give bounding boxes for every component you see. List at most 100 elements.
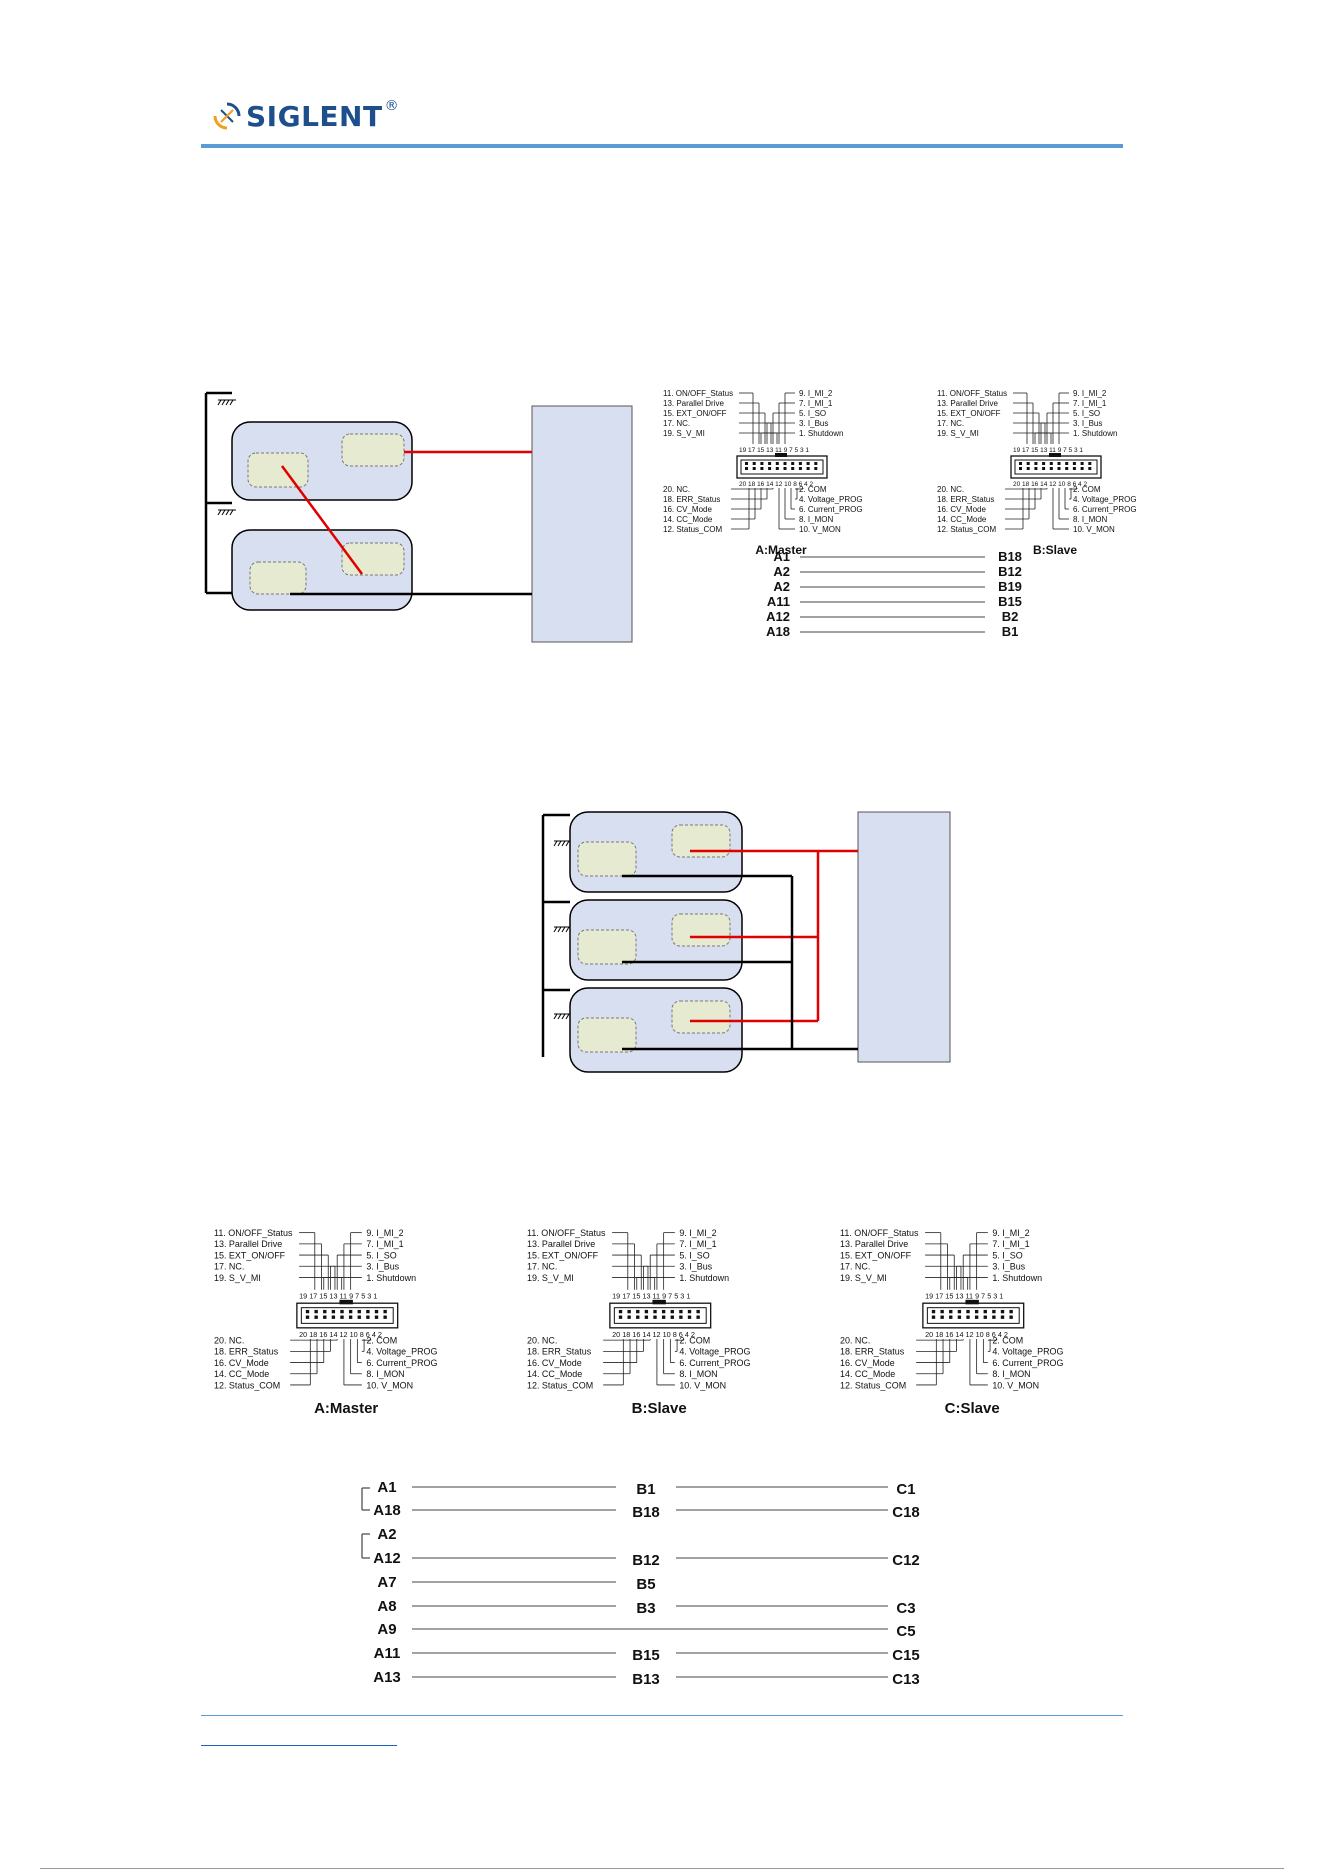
connection-via: B15 (632, 1647, 660, 1664)
ground-hatch (565, 926, 570, 933)
pin-label: 1. Shutdown (366, 1273, 416, 1283)
ground-hatch (229, 399, 234, 406)
pin-label: 10. V_MON (799, 525, 841, 534)
pin-label: 8. I_MON (679, 1369, 717, 1379)
connector-pin (1057, 462, 1061, 465)
output-terminal (577, 929, 637, 965)
connector-pin (1019, 467, 1022, 470)
connector-pin (331, 1315, 336, 1319)
connector-pin (627, 1309, 631, 1314)
connector-caption: B:Slave (632, 1400, 687, 1417)
pin-label: 17. NC. (937, 419, 964, 428)
pin-numbers-bottom: 20 18 16 14 12 10 8 6 4 2 (1013, 481, 1087, 488)
connection-to: B2 (1002, 609, 1019, 624)
connection-to: C3 (896, 1600, 915, 1617)
pin-label: 20. NC. (937, 485, 964, 494)
connector-pin (348, 1309, 353, 1314)
connector-caption: C:Slave (945, 1400, 1000, 1417)
connection-via: B5 (636, 1576, 655, 1593)
connector-pin (966, 1309, 970, 1314)
connection-from: A12 (373, 1550, 401, 1567)
connector-pin (768, 467, 772, 470)
connector-pin (636, 1309, 640, 1314)
connector-pin (752, 462, 756, 465)
connector-pin (983, 1309, 987, 1314)
pin-label: 4. Voltage_PROG (799, 495, 863, 504)
connector-pin (357, 1315, 361, 1319)
connection-to: B18 (998, 549, 1022, 564)
pin-label: 3. I_Bus (679, 1262, 712, 1272)
connector-pin (679, 1309, 683, 1314)
pin-label: 3. I_Bus (799, 419, 828, 428)
pin-numbers-top: 19 17 15 13 11 9 7 5 3 1 (925, 1292, 1003, 1301)
pin-label: 4. Voltage_PROG (992, 1347, 1063, 1357)
load-box (531, 405, 633, 643)
load-box (857, 811, 951, 1063)
connector-pin (783, 462, 787, 465)
ground-hatch (221, 399, 226, 406)
pin-label: 16. CV_Mode (663, 505, 712, 514)
connector-pin (974, 1315, 979, 1319)
pin-label: 19. S_V_MI (527, 1273, 574, 1283)
pin-label: 7. I_MI_1 (992, 1239, 1029, 1249)
pin-label: 18. ERR_Status (937, 495, 994, 504)
connector-pin (1080, 467, 1084, 470)
siglent-logo: SIGLENT® (212, 96, 399, 136)
connector-pin (374, 1315, 379, 1319)
connection-to: C13 (892, 1671, 920, 1688)
pin-numbers-top: 19 17 15 13 11 9 7 5 3 1 (299, 1292, 377, 1301)
connector-pin (798, 467, 802, 470)
pin-numbers-bottom: 20 18 16 14 12 10 8 6 4 2 (612, 1330, 695, 1339)
pin-label: 14. CC_Mode (214, 1369, 269, 1379)
pin-label: 6. Current_PROG (992, 1358, 1063, 1368)
ground-hatch (561, 840, 566, 847)
pin-label: 16. CV_Mode (840, 1358, 895, 1368)
ground-hatch (561, 926, 566, 933)
connector-pin (1042, 467, 1046, 470)
connection-from: A13 (373, 1669, 401, 1686)
pin-label: 20. NC. (527, 1336, 557, 1346)
red-wire (280, 465, 364, 575)
connector-pin (992, 1315, 996, 1319)
connector-pin (331, 1309, 336, 1314)
ground-hatch (217, 509, 222, 516)
pin-label: 6. Current_PROG (679, 1358, 750, 1368)
connector-pin (383, 1309, 387, 1314)
connector-pin (1072, 462, 1076, 465)
pin-label: 7. I_MI_1 (366, 1239, 403, 1249)
connector-pin (1080, 462, 1084, 465)
connector-pin (992, 1309, 996, 1314)
connector-pin (618, 1309, 623, 1314)
pin-label: 6. Current_PROG (799, 505, 863, 514)
pin-label: 13. Parallel Drive (937, 399, 998, 408)
connector-pin (775, 467, 779, 470)
connector-pin (644, 1315, 649, 1319)
connector-pin (374, 1309, 379, 1314)
connector-pin (974, 1309, 979, 1314)
pin-label: 5. I_SO (992, 1250, 1022, 1260)
connector-pin (687, 1309, 692, 1314)
footer-link[interactable] (201, 1734, 397, 1746)
connector-pin (1065, 462, 1069, 465)
pin-label: 11. ON/OFF_Status (840, 1228, 919, 1238)
connector-pin (1049, 467, 1053, 470)
pin-label: 16. CV_Mode (527, 1358, 582, 1368)
output-terminal (249, 561, 307, 595)
connector-pin (305, 1309, 310, 1314)
connector-pin (314, 1309, 318, 1314)
pin-label: 6. Current_PROG (366, 1358, 437, 1368)
connection-from: A18 (373, 1502, 401, 1519)
connector-caption: A:Master (755, 543, 807, 557)
pin-label: 1. Shutdown (992, 1273, 1042, 1283)
pin-label: 6. Current_PROG (1073, 505, 1137, 514)
pin-label: 2. COM (1073, 485, 1101, 494)
connector-pin (1088, 462, 1092, 465)
pin-label: 8. I_MON (799, 515, 833, 524)
connector-pin (949, 1309, 953, 1314)
pin-numbers-top: 19 17 15 13 11 9 7 5 3 1 (739, 447, 809, 454)
connector-pin (957, 1309, 962, 1314)
connector-pin (1026, 467, 1030, 470)
pin-label: 4. Voltage_PROG (679, 1347, 750, 1357)
pin-label: 5. I_SO (799, 409, 826, 418)
